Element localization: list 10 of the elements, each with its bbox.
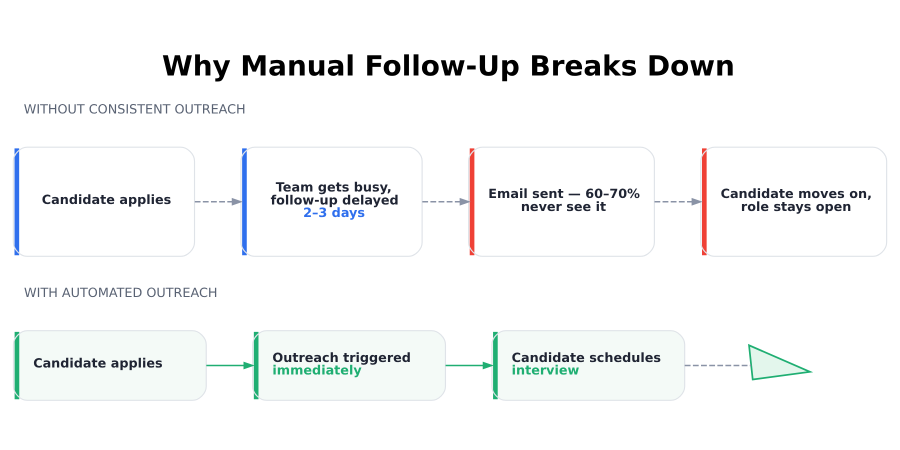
label: WITHOUT CONSISTENT OUTREACH	[24, 102, 246, 118]
arrow	[654, 198, 703, 206]
arrow	[422, 198, 471, 206]
label: WITH AUTOMATED OUTREACH	[24, 286, 218, 301]
diagram-title: Why Manual Follow-Up Breaks Down	[162, 49, 735, 82]
connector	[684, 364, 752, 366]
arrow	[194, 198, 243, 206]
arrow	[206, 362, 255, 370]
node-picture	[748, 344, 814, 380]
arrow	[446, 362, 494, 370]
